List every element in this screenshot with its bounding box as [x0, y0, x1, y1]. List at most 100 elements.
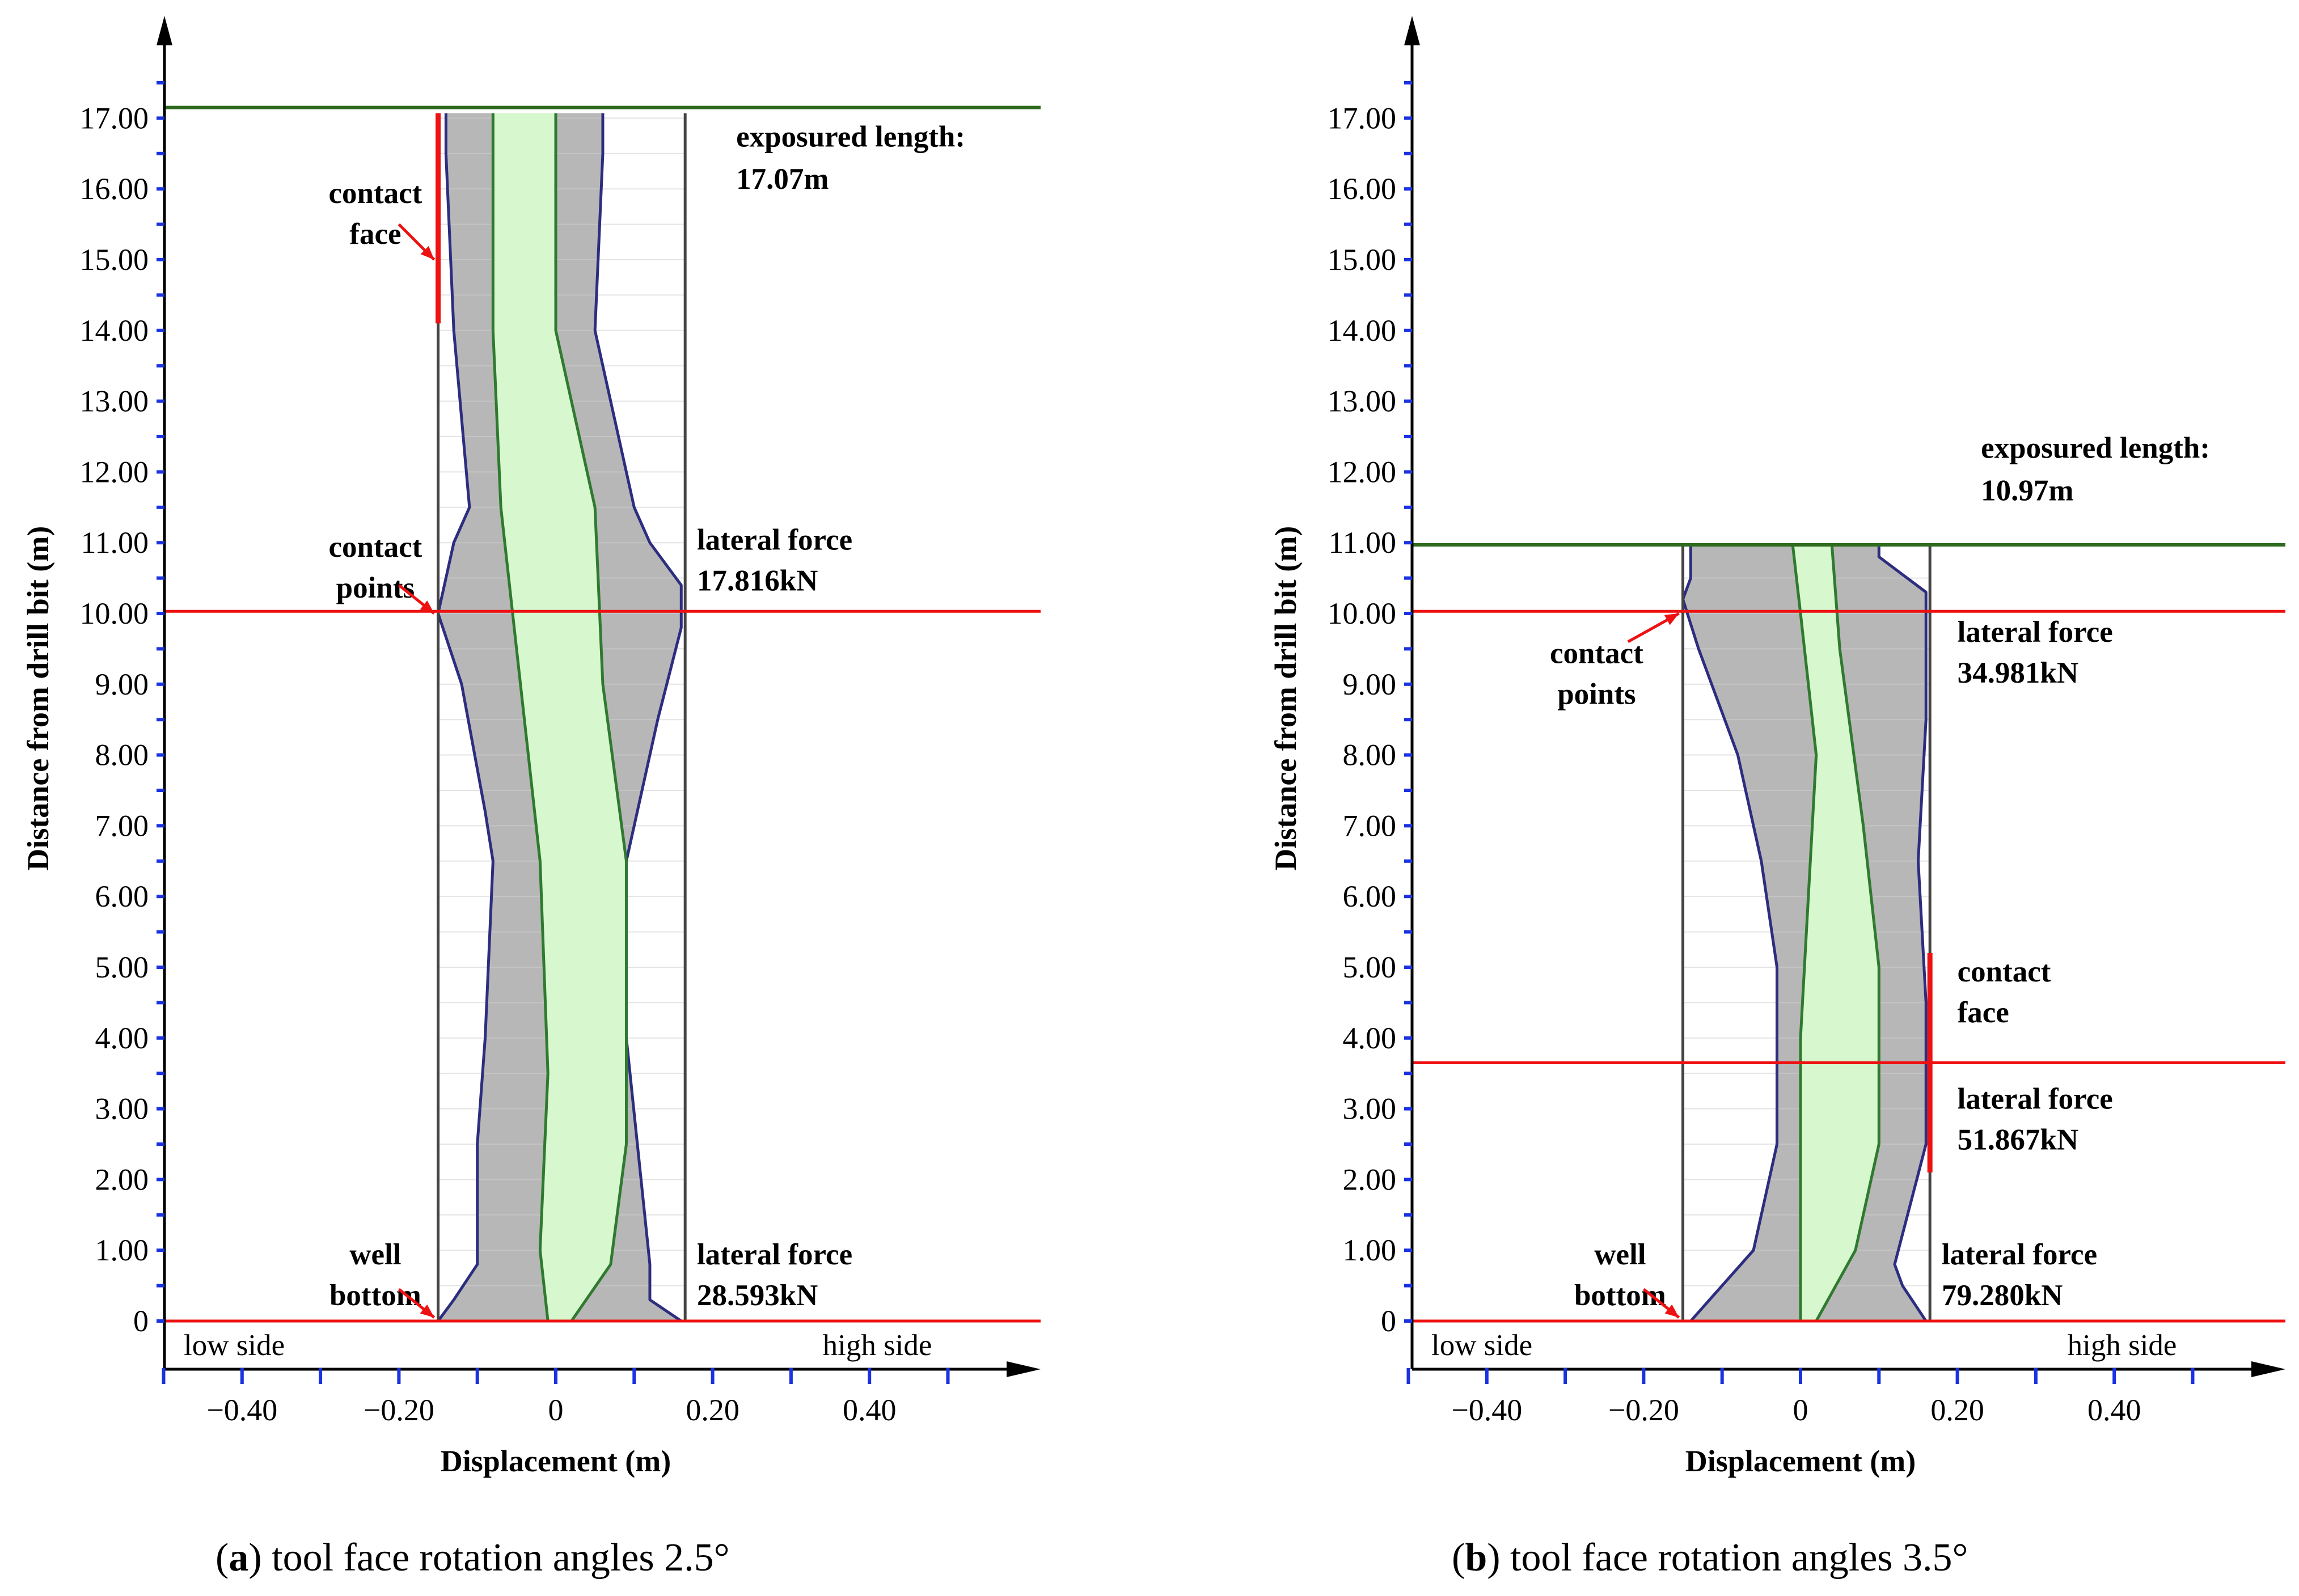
series-line-pipe-left-edge — [437, 113, 495, 1322]
y-tick-label: 8.00 — [1343, 738, 1397, 772]
lateral-force-middle-label: 51.867kN — [1958, 1124, 2079, 1157]
lateral-force-upper-label: lateral force — [697, 524, 852, 557]
figure-caption: (a) tool face rotation angles 2.5° — [215, 1536, 730, 1580]
bore-fill — [1793, 544, 1879, 1321]
caption-letter: a — [229, 1536, 248, 1580]
y-tick-label: 15.00 — [1328, 243, 1397, 277]
y-tick-label: 6.00 — [1343, 879, 1397, 913]
series-line-pipe-right-edge — [1877, 544, 1928, 1322]
y-tick-label: 0 — [1381, 1304, 1396, 1338]
contact-face-label: face — [1958, 996, 2009, 1029]
x-axis-title: Displacement (m) — [441, 1444, 671, 1478]
caption-letter: b — [1465, 1536, 1487, 1580]
y-tick-label: 5.00 — [95, 950, 149, 984]
contact-points-label: contact — [328, 531, 422, 564]
exposed-length-label: exposured length: — [1981, 431, 2210, 464]
caption-open: ( — [215, 1536, 229, 1580]
x-tick-label: −0.20 — [364, 1393, 434, 1427]
y-tick-label: 10.00 — [80, 596, 149, 630]
y-tick-label: 16.00 — [1328, 172, 1397, 206]
lateral-force-lower-label: lateral force — [697, 1238, 852, 1271]
x-axis-arrow — [2251, 1361, 2285, 1377]
y-tick-label: 0 — [133, 1304, 149, 1338]
x-tick-label: 0.40 — [2087, 1393, 2141, 1427]
x-tick-label: 0.40 — [843, 1393, 897, 1427]
exposed-length-value: 10.97m — [1981, 474, 2073, 507]
y-tick-label: 7.00 — [1343, 808, 1397, 843]
y-tick-label: 16.00 — [80, 172, 149, 206]
caption-open: ( — [1452, 1536, 1465, 1580]
y-tick-label: 9.00 — [1343, 667, 1397, 701]
y-tick-label: 3.00 — [1343, 1092, 1397, 1126]
lateral-force-lower-label: 28.593kN — [697, 1279, 818, 1312]
series-line-pipe-right-edge — [593, 113, 683, 1323]
y-tick-label: 8.00 — [95, 738, 149, 772]
lateral-force-lower-label: lateral force — [1942, 1238, 2097, 1271]
high-side-label: high side — [823, 1329, 932, 1362]
y-tick-label: 1.00 — [1343, 1233, 1397, 1267]
y-tick-label: 15.00 — [80, 243, 149, 277]
y-axis-title: Distance from drill bit (m) — [1269, 526, 1303, 871]
contact-points-label: points — [1557, 678, 1635, 710]
y-tick-label: 7.00 — [95, 808, 149, 843]
series-line-bore-right-edge — [554, 113, 628, 1322]
y-tick-label: 2.00 — [95, 1162, 149, 1196]
lateral-force-upper-label: 34.981kN — [1958, 657, 2079, 689]
y-tick-label: 17.00 — [80, 101, 149, 135]
y-tick-label: 10.00 — [1328, 596, 1397, 630]
low-side-label: low side — [1431, 1329, 1532, 1362]
y-tick-label: 9.00 — [95, 667, 149, 701]
exposed-length-label: exposured length: — [736, 120, 965, 153]
x-tick-label: −0.20 — [1608, 1393, 1679, 1427]
contact-face-label: contact — [1958, 955, 2051, 988]
annotation-arrow-head — [420, 1304, 434, 1318]
y-axis-arrow — [1404, 16, 1420, 45]
y-tick-label: 1.00 — [95, 1233, 149, 1267]
bore-fill — [493, 113, 627, 1321]
series-line-bore-left-edge — [1791, 544, 1818, 1321]
y-tick-label: 11.00 — [81, 526, 149, 560]
lateral-force-upper-label: lateral force — [1958, 616, 2113, 649]
lateral-force-middle-label: lateral force — [1958, 1083, 2113, 1116]
y-axis-arrow — [157, 16, 172, 45]
contact-face-label: face — [349, 218, 401, 251]
x-axis-arrow — [1007, 1361, 1041, 1377]
chart-panel-a: 0 1.00 2.00 3.00 4.00 5.00 6.00 7.00 8.00 9.00 10.… — [21, 16, 1041, 1580]
y-tick-label: 4.00 — [95, 1021, 149, 1055]
chart-panel-b: 0 1.00 2.00 3.00 4.00 5.00 6.00 7.00 8.00 9.00 10.… — [1269, 16, 2285, 1580]
y-tick-label: 13.00 — [80, 384, 149, 418]
y-tick-label: 14.00 — [1328, 314, 1397, 348]
y-tick-label: 4.00 — [1343, 1021, 1397, 1055]
annotation-arrow-head — [420, 245, 434, 260]
x-tick-label: 0.20 — [686, 1393, 739, 1427]
annotation-arrow-head — [1664, 1304, 1679, 1318]
contact-points-label: contact — [1550, 637, 1643, 670]
caption-text: ) tool face rotation angles 3.5° — [1487, 1536, 1968, 1580]
y-tick-label: 11.00 — [1329, 526, 1397, 560]
y-tick-label: 5.00 — [1343, 950, 1397, 984]
series-line-bore-left-edge — [491, 113, 550, 1322]
well-bottom-label: well — [1594, 1238, 1646, 1271]
low-side-label: low side — [184, 1329, 285, 1362]
y-tick-label: 2.00 — [1343, 1162, 1397, 1196]
x-tick-label: 0.20 — [1930, 1393, 1984, 1427]
caption-text: ) tool face rotation angles 2.5° — [248, 1536, 729, 1580]
well-bottom-label: well — [349, 1238, 401, 1271]
annotation-arrow-head — [1664, 613, 1679, 625]
y-tick-label: 14.00 — [80, 314, 149, 348]
x-tick-label: 0 — [1793, 1393, 1808, 1427]
y-tick-label: 17.00 — [1328, 101, 1397, 135]
figure-caption: (b) tool face rotation angles 3.5° — [1452, 1536, 1968, 1580]
y-axis-title: Distance from drill bit (m) — [21, 526, 55, 871]
x-tick-label: −0.40 — [206, 1393, 277, 1427]
exposed-length-value: 17.07m — [736, 163, 829, 196]
annotation-arrow-head — [420, 600, 434, 613]
x-axis-title: Displacement (m) — [1685, 1444, 1916, 1478]
lateral-force-upper-label: 17.816kN — [697, 565, 818, 598]
y-tick-label: 12.00 — [80, 455, 149, 489]
series-line-bore-right-edge — [1815, 544, 1880, 1322]
y-tick-label: 13.00 — [1328, 384, 1397, 418]
y-tick-label: 6.00 — [95, 879, 149, 913]
y-tick-label: 3.00 — [95, 1092, 149, 1126]
